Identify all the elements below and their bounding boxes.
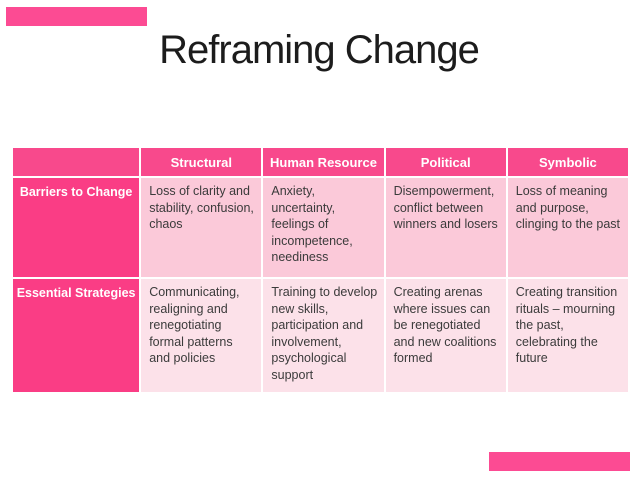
cell-barriers-symbolic: Loss of meaning and purpose, clinging to… <box>507 178 628 277</box>
page-title: Reframing Change <box>159 28 480 72</box>
column-header-symbolic: Symbolic <box>507 148 628 176</box>
table-row-barriers: Barriers to Change Loss of clarity and s… <box>13 178 628 277</box>
column-header-political: Political <box>385 148 506 176</box>
cell-barriers-human-resource: Anxiety, uncertainty, feelings of incomp… <box>263 178 384 277</box>
decor-bar-bottom-right <box>489 452 630 471</box>
column-header-human-resource: Human Resource <box>263 148 384 176</box>
decor-bar-top-left <box>6 7 147 26</box>
row-header-strategies: Essential Strategies <box>13 279 140 392</box>
cell-strategies-structural: Communicating, realigning and renegotiat… <box>141 279 262 392</box>
corner-cell <box>13 148 140 176</box>
cell-strategies-human-resource: Training to develop new skills, particip… <box>263 279 384 392</box>
cell-barriers-political: Disempowerment, conflict between winners… <box>385 178 506 277</box>
table-header-row: Structural Human Resource Political Symb… <box>13 148 628 176</box>
cell-strategies-symbolic: Creating transition rituals – mourning t… <box>507 279 628 392</box>
cell-strategies-political: Creating arenas where issues can be rene… <box>385 279 506 392</box>
column-header-structural: Structural <box>141 148 262 176</box>
row-header-barriers: Barriers to Change <box>13 178 140 277</box>
table-row-strategies: Essential Strategies Communicating, real… <box>13 279 628 392</box>
cell-barriers-structural: Loss of clarity and stability, confusion… <box>141 178 262 277</box>
reframing-change-table: Structural Human Resource Political Symb… <box>11 146 630 394</box>
